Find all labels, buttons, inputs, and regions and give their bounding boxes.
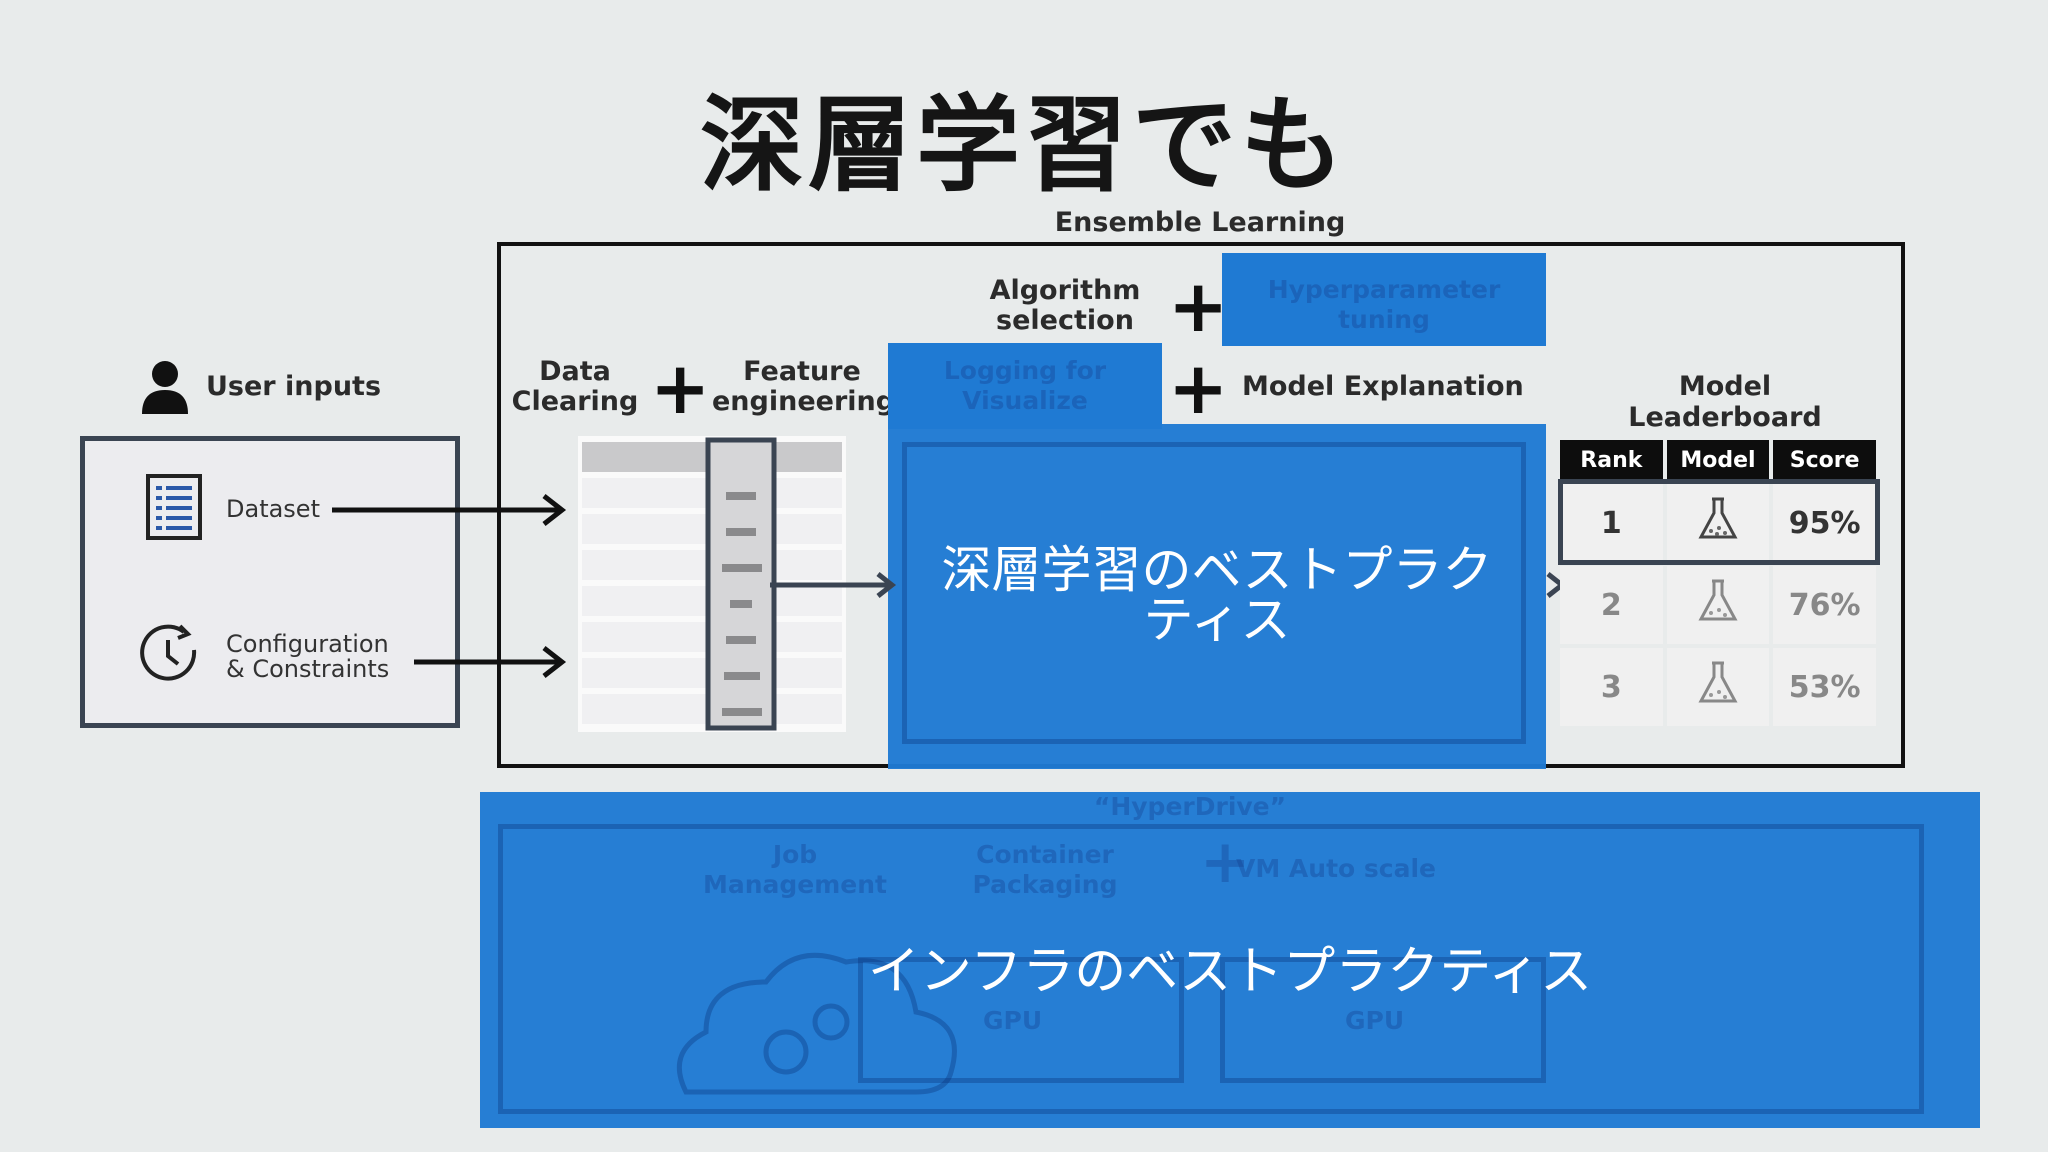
data-clearing-label-1: Data [539,356,611,387]
score-cell: 76% [1773,566,1876,644]
dataset-icon [144,474,204,540]
plus-sign: + [1168,346,1229,430]
leaderboard-table: Rank Model Score 1 95% 2 76% 3 53% [1556,436,1880,730]
user-icon [140,358,190,414]
data-clearing-label-2: Clearing [511,386,639,417]
user-inputs-box [80,436,460,728]
leaderboard-header: Rank [1560,440,1663,480]
ensemble-learning-label: Ensemble Learning [1054,207,1346,238]
node-box: GPU [858,957,1184,1083]
feature-eng-label-2: engineering [712,386,896,417]
page-title: 深層学習でも [699,84,1348,206]
rank-cell: 2 [1560,566,1663,644]
hyperparameter-tuning-highlight [1222,253,1546,346]
input-arrows [332,494,567,678]
feature-eng-label-1: Feature [743,356,861,387]
plus-sign: + [650,346,711,430]
data-table-graphic [578,436,846,732]
container-label-2: Packaging [972,870,1118,899]
rank-cell: 3 [1560,648,1663,726]
leaderboard-row: 2 76% [1560,566,1876,644]
cloud-gears-icon [676,952,957,1095]
deep-learning-overlay: 深層学習のベストプラク ティス [888,424,1546,769]
rank-cell: 1 [1560,484,1663,562]
model-explanation-label: Model Explanation [1242,371,1524,402]
arrow-into-overlay [770,572,897,598]
flask-icon [1666,566,1770,644]
infra-overlay-text: インフラのベストプラクティス [867,942,1593,1002]
leaderboard-header: Model [1666,440,1770,480]
job-label-2: Management [702,870,888,899]
config-label-1: Configuration [226,630,389,658]
gpu-label: GPU [1345,1006,1405,1035]
hyperdrive-label: “HyperDrive” [1093,792,1287,821]
flask-icon [1666,648,1770,726]
node-box: GPU [1220,957,1546,1083]
hyperparam-label-2: tuning [1338,305,1430,334]
ghost-grid-frame [902,442,1526,744]
infra-overlay: “HyperDrive” Job Management Container Pa… [480,792,1980,1128]
leaderboard-title: Model Leaderboard [1628,371,1822,433]
logging-highlight [888,343,1162,429]
deep-learning-overlay-line-1: 深層学習のベストプラク [941,541,1493,599]
top-rank-highlight [1558,479,1880,565]
algo-sel-label-2: selection [996,305,1134,336]
gpu-label: GPU [983,1006,1043,1035]
deep-learning-overlay-line-2: ティス [1143,591,1291,649]
plus-sign: + [1168,264,1229,348]
leaderboard-row: 3 53% [1560,648,1876,726]
flask-icon [1666,484,1770,562]
logging-label-1: Logging for [943,356,1107,385]
user-inputs-heading: User inputs [206,371,382,402]
score-cell: 53% [1773,648,1876,726]
container-label-1: Container [976,840,1114,869]
dataset-label: Dataset [226,495,320,523]
vm-autoscale-label: VM Auto scale [1236,854,1436,883]
logging-label-2: Visualize [962,386,1088,415]
algo-sel-label-1: Algorithm [989,275,1141,306]
config-label-2: & Constraints [226,655,390,683]
hyperparam-label-1: Hyperparameter [1267,275,1501,304]
job-label-1: Job [772,840,818,869]
plus-sign: + [1200,827,1251,897]
clock-icon [136,620,204,688]
leaderboard-row: 1 95% [1560,484,1876,562]
leaderboard-header: Score [1773,440,1876,480]
score-cell: 95% [1773,484,1876,562]
infra-ghost-frame [498,824,1924,1114]
